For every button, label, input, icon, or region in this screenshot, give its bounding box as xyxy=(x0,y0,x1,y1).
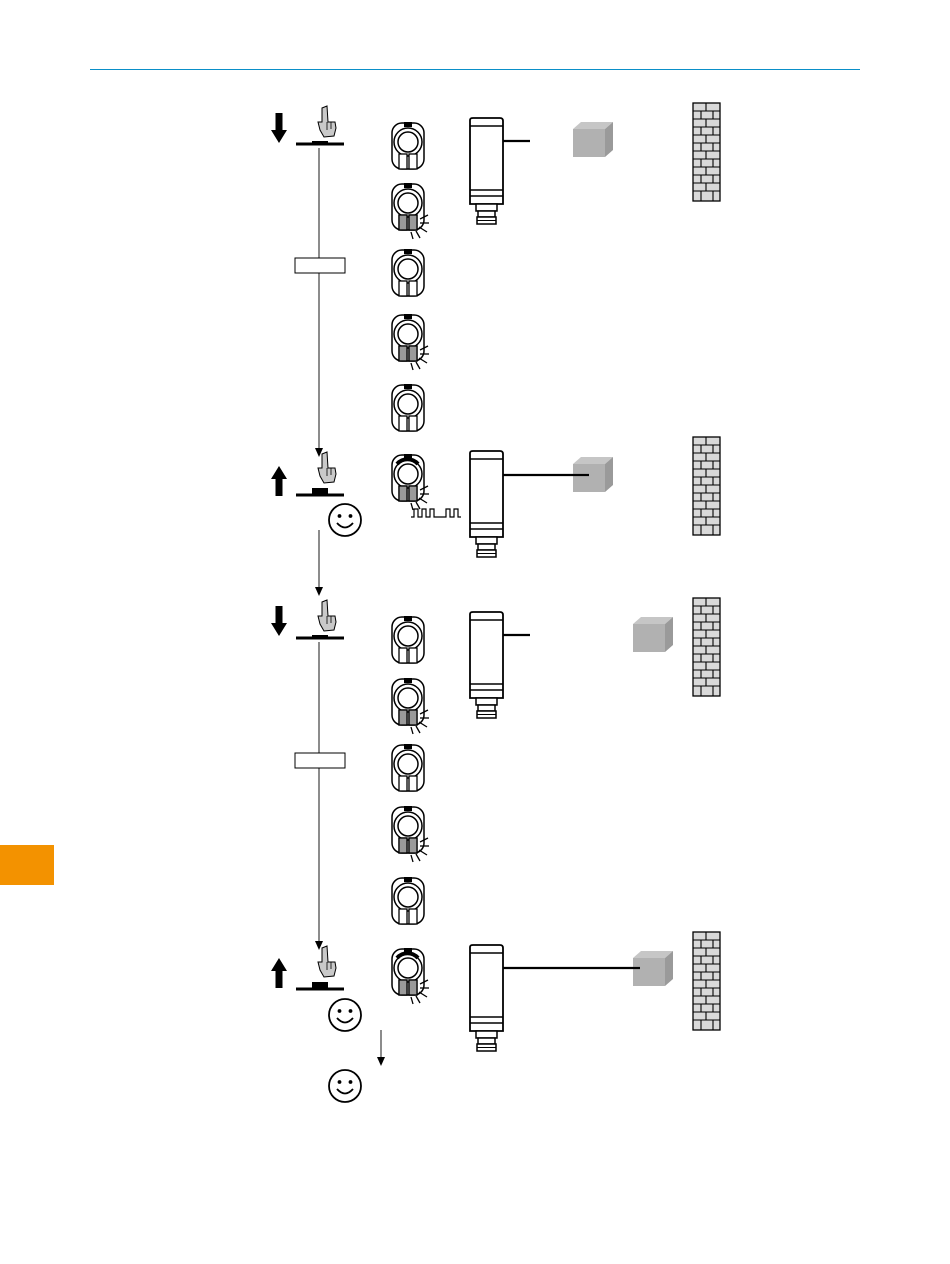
led-off-icon xyxy=(392,122,424,169)
pulse-signal-icon xyxy=(411,509,461,517)
brick-wall-icon xyxy=(693,598,720,696)
led-lit-icon xyxy=(392,454,429,510)
arrow-down-icon xyxy=(271,113,287,143)
step-1-press xyxy=(271,106,344,144)
hold-duration-box xyxy=(295,258,345,273)
teach-button xyxy=(296,141,344,144)
arrow-up-icon xyxy=(271,466,287,496)
photoelectric-sensor-icon xyxy=(470,945,503,1051)
step-4-release xyxy=(271,946,344,989)
brick-wall-icon xyxy=(693,103,720,201)
hold-duration-box xyxy=(295,753,345,768)
smiley-icon xyxy=(329,1070,361,1102)
led-lit-icon xyxy=(392,948,429,1004)
led-blinking-icon xyxy=(392,314,429,370)
pointing-finger-icon xyxy=(318,106,336,137)
smiley-icon xyxy=(329,504,361,536)
brick-wall-icon xyxy=(693,932,720,1030)
target-object-icon xyxy=(573,122,613,157)
step-2-release xyxy=(271,452,344,496)
led-off-icon xyxy=(392,744,424,791)
led-off-icon xyxy=(392,249,424,296)
pointing-finger-icon xyxy=(318,946,336,977)
target-object-icon xyxy=(633,617,673,652)
photoelectric-sensor-icon xyxy=(470,612,503,718)
led-blinking-icon xyxy=(392,806,429,862)
smiley-icon xyxy=(329,999,361,1031)
led-off-icon xyxy=(392,877,424,924)
led-blinking-icon xyxy=(392,183,429,239)
teach-button xyxy=(296,635,344,638)
pointing-finger-icon xyxy=(318,452,336,483)
arrow-up-icon xyxy=(271,958,287,988)
sequence-arrowhead xyxy=(377,1057,385,1066)
teach-button xyxy=(296,488,344,495)
arrow-down-icon xyxy=(271,606,287,636)
photoelectric-sensor-icon xyxy=(470,118,503,224)
brick-wall-icon xyxy=(693,437,720,535)
led-off-icon xyxy=(392,616,424,663)
photoelectric-sensor-icon xyxy=(470,451,503,557)
sequence-arrowhead xyxy=(315,587,323,596)
pointing-finger-icon xyxy=(318,600,336,631)
led-off-icon xyxy=(392,384,424,431)
step-3-press xyxy=(271,600,344,638)
led-blinking-icon xyxy=(392,678,429,734)
teach-button xyxy=(296,982,344,989)
